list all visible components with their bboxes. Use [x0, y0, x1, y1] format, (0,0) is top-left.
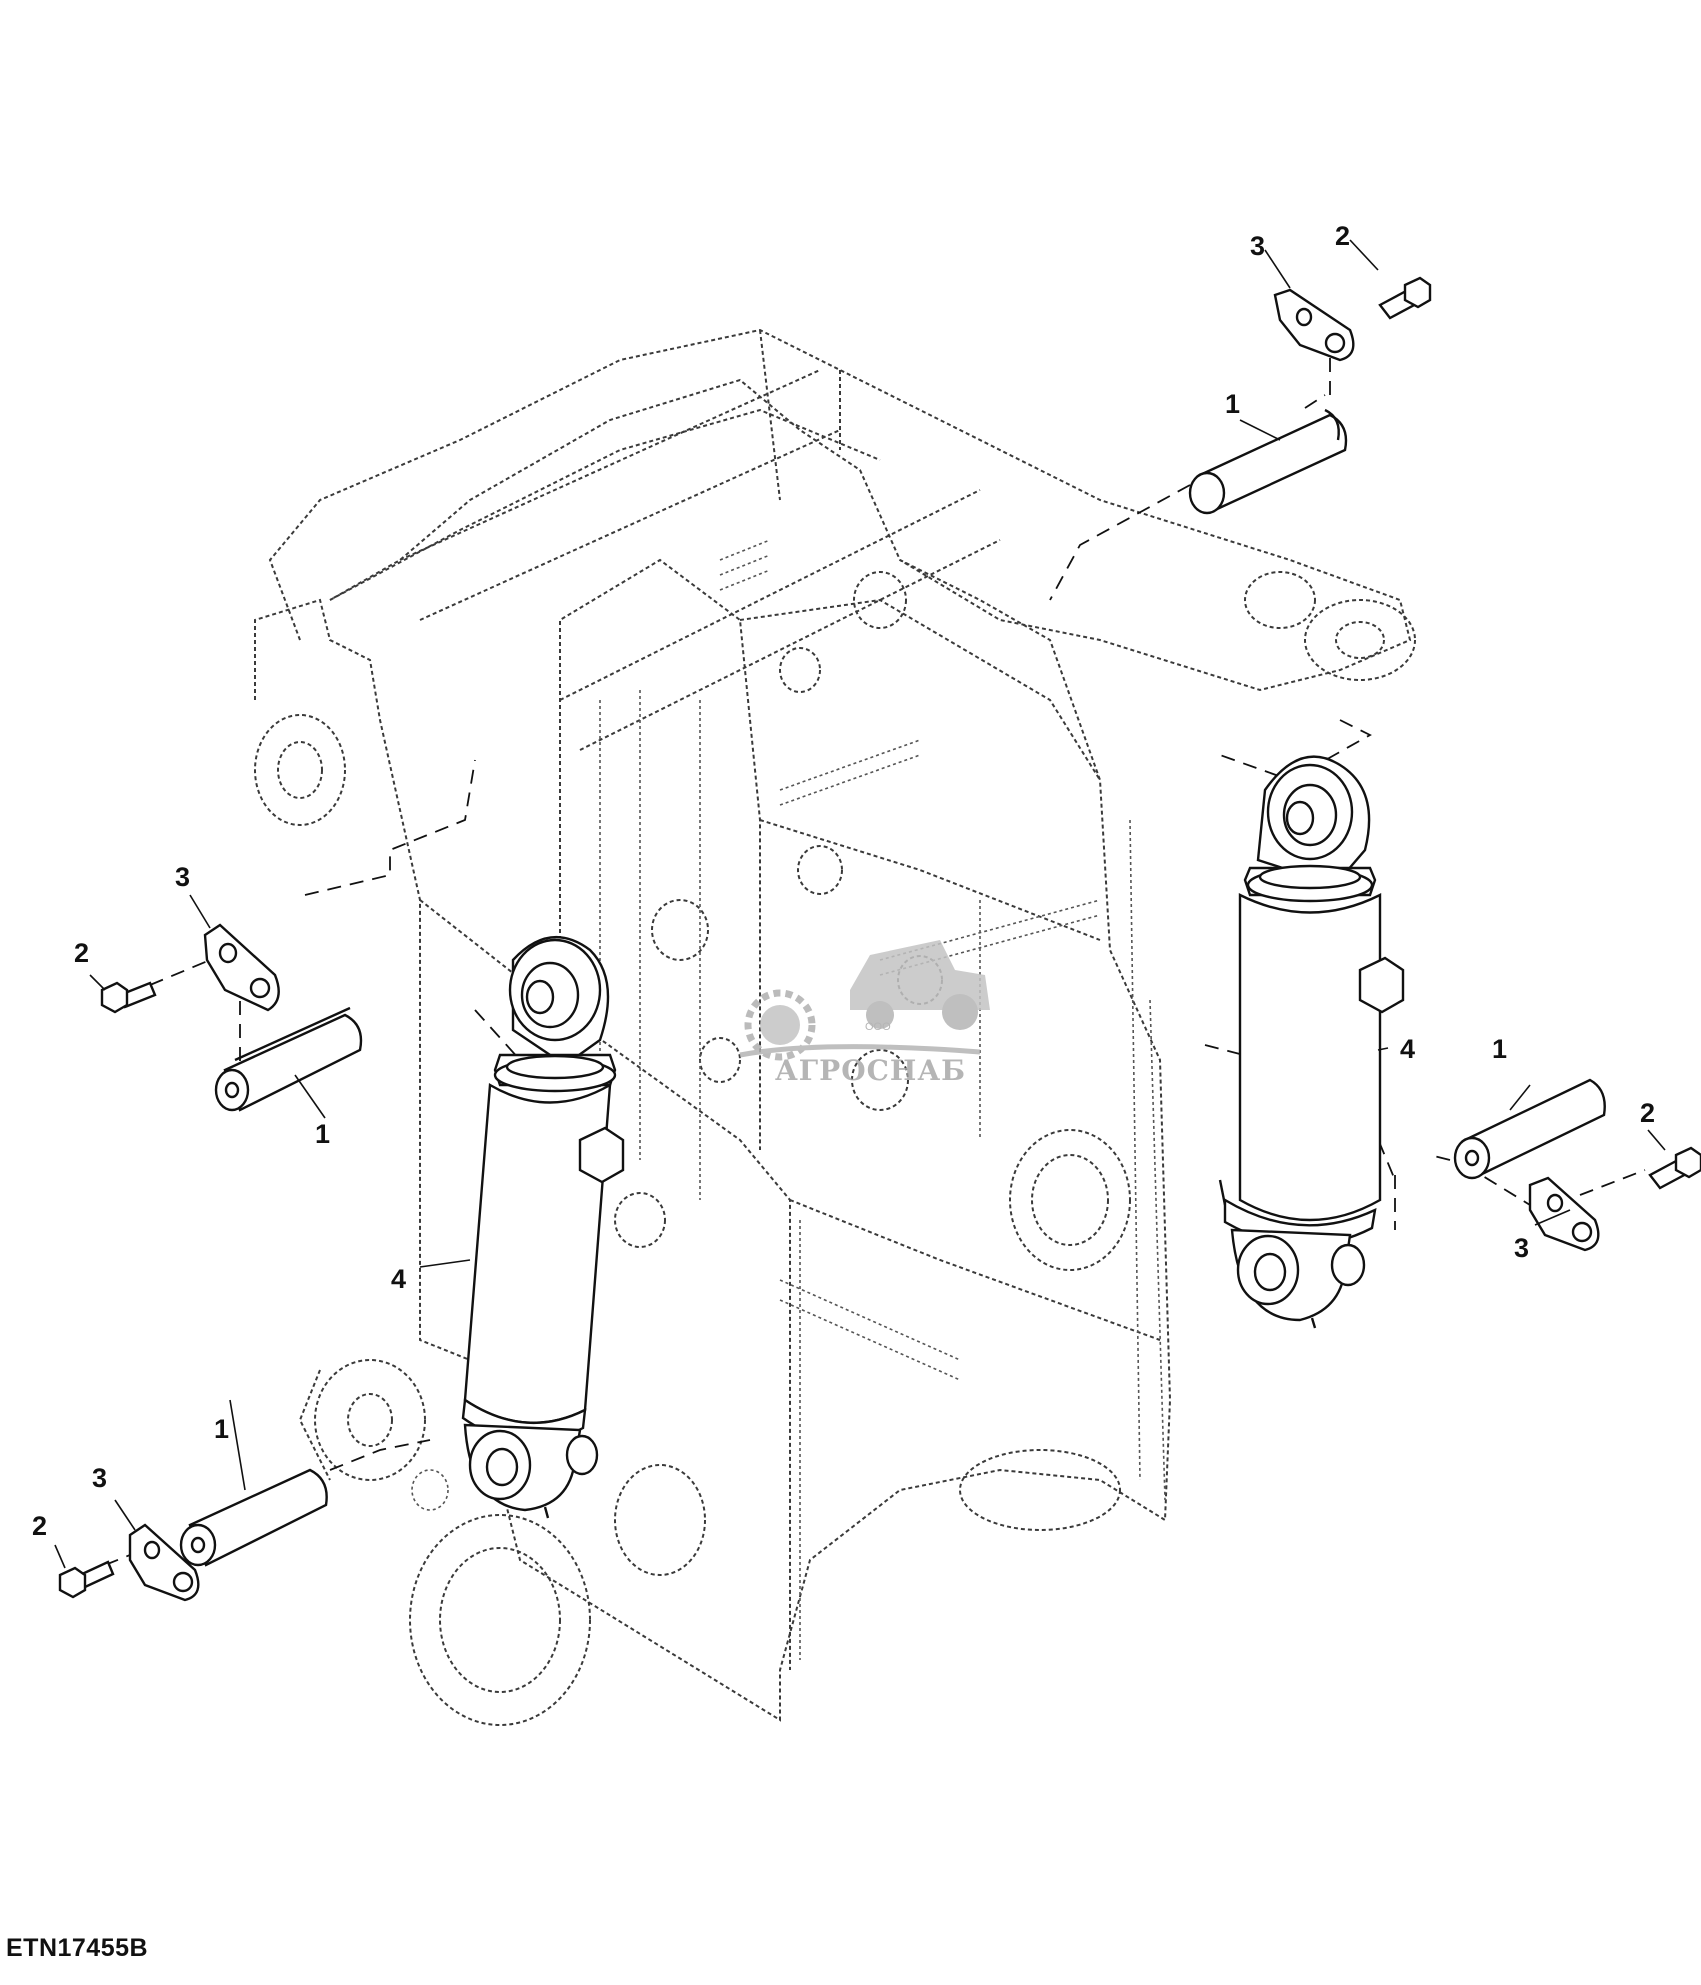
bolt-middle-right — [1648, 1146, 1701, 1190]
callout-3: 3 — [1250, 231, 1265, 261]
tractor-gear-icon — [744, 940, 990, 1061]
callout-1: 1 — [1225, 389, 1240, 419]
chassis-frame-phantom — [254, 328, 1416, 1726]
callout-1: 1 — [214, 1414, 229, 1444]
callout-3: 3 — [1514, 1233, 1529, 1263]
callout-1: 1 — [1492, 1034, 1507, 1064]
retainer-plate-middle-right — [1528, 1176, 1600, 1252]
pin-middle-left — [214, 1006, 363, 1112]
retainer-plate-bottom-left — [128, 1523, 200, 1602]
callout-4: 4 — [1400, 1034, 1415, 1064]
pin-middle-right — [1453, 1078, 1606, 1180]
watermark-brand: АГРОСНАБ — [775, 1054, 966, 1087]
leader-lines — [54, 239, 1666, 1569]
callout-3: 3 — [92, 1463, 107, 1493]
watermark-prefix: ООО — [865, 1021, 891, 1033]
callout-3: 3 — [175, 862, 190, 892]
callout-labels: 3 2 1 3 2 1 4 4 1 2 3 1 3 2 — [32, 221, 1655, 1541]
callout-2: 2 — [32, 1511, 47, 1541]
pin-top-right — [1188, 408, 1348, 515]
pin-bottom-left — [179, 1468, 328, 1567]
bolt-bottom-left — [58, 1560, 115, 1599]
retainer-plate-top-right — [1273, 288, 1355, 362]
hydraulic-cylinder-right — [1218, 755, 1405, 1329]
callout-2: 2 — [1640, 1098, 1655, 1128]
brand-watermark: ООО АГРОСНАБ — [739, 940, 990, 1087]
callout-1: 1 — [315, 1119, 330, 1149]
callout-2: 2 — [74, 938, 89, 968]
figure-id: ETN17455B — [6, 1934, 149, 1962]
callout-2: 2 — [1335, 221, 1350, 251]
retainer-plate-middle-left — [203, 923, 280, 1012]
callout-4: 4 — [391, 1264, 406, 1294]
bolt-middle-left — [100, 981, 157, 1014]
hydraulic-cylinder-left — [461, 936, 625, 1519]
bolt-top-right — [1378, 276, 1432, 320]
